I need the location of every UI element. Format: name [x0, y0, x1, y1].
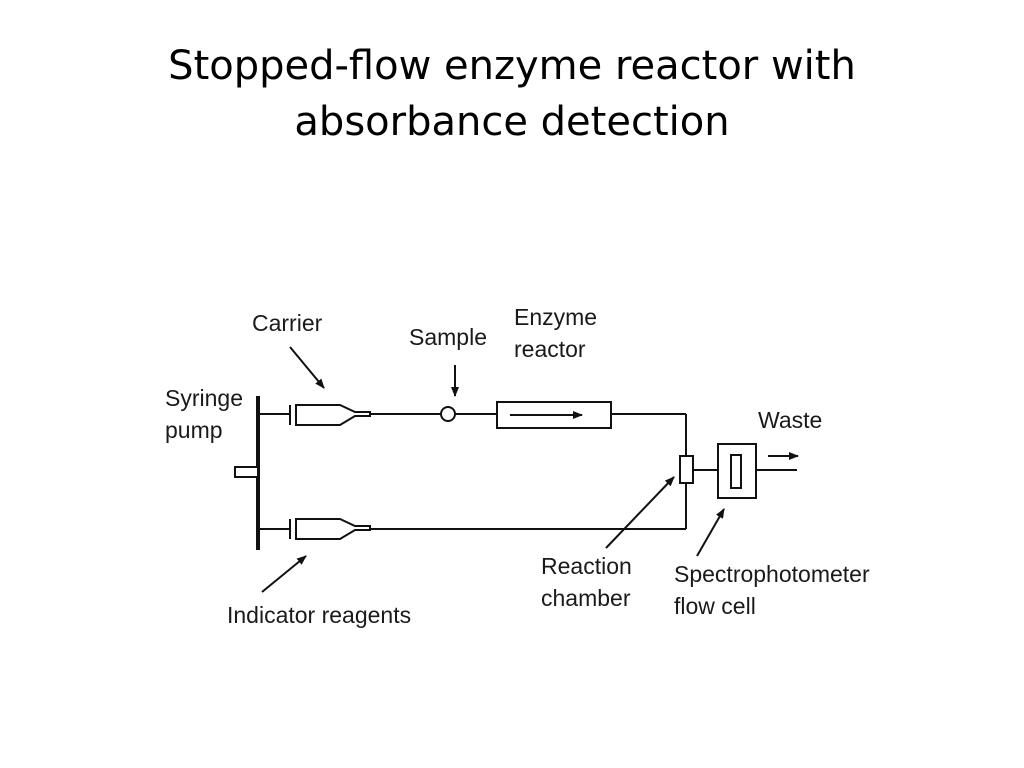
reaction-chamber-label-1: Reaction — [541, 553, 632, 579]
waste-label: Waste — [758, 407, 822, 433]
spectrophotometer-label-1: Spectrophotometer — [674, 561, 870, 587]
syringe-pump-plunger — [234, 466, 259, 478]
indicator-syringe — [258, 518, 371, 540]
spectrophotometer-label-2: flow cell — [674, 593, 756, 619]
flow-cell-cuvette — [730, 454, 742, 489]
title-line-1: Stopped-flow enzyme reactor with — [168, 43, 856, 89]
reaction-chamber-pointer-arrow — [605, 476, 675, 549]
reaction-chamber — [679, 455, 694, 484]
title-line-2: absorbance detection — [294, 99, 730, 145]
reaction-chamber-label-2: chamber — [541, 585, 631, 611]
carrier-syringe — [258, 404, 371, 426]
slide-title: Stopped-flow enzyme reactor with absorba… — [0, 38, 1024, 150]
flowcell-pointer-arrow — [696, 508, 725, 557]
indicator-pointer-arrow — [261, 555, 307, 593]
enzyme-reactor-label-1: Enzyme — [514, 304, 597, 330]
sample-injection-valve — [440, 406, 456, 422]
enzyme-reactor-label-2: reactor — [514, 336, 586, 362]
syringe-pump-label-1: Syringe — [165, 385, 243, 411]
syringe-pump-label-2: pump — [165, 417, 223, 443]
sample-label: Sample — [409, 324, 487, 350]
carrier-pointer-arrow — [289, 346, 325, 389]
indicator-reagents-label: Indicator reagents — [227, 602, 411, 628]
carrier-label: Carrier — [252, 310, 323, 336]
